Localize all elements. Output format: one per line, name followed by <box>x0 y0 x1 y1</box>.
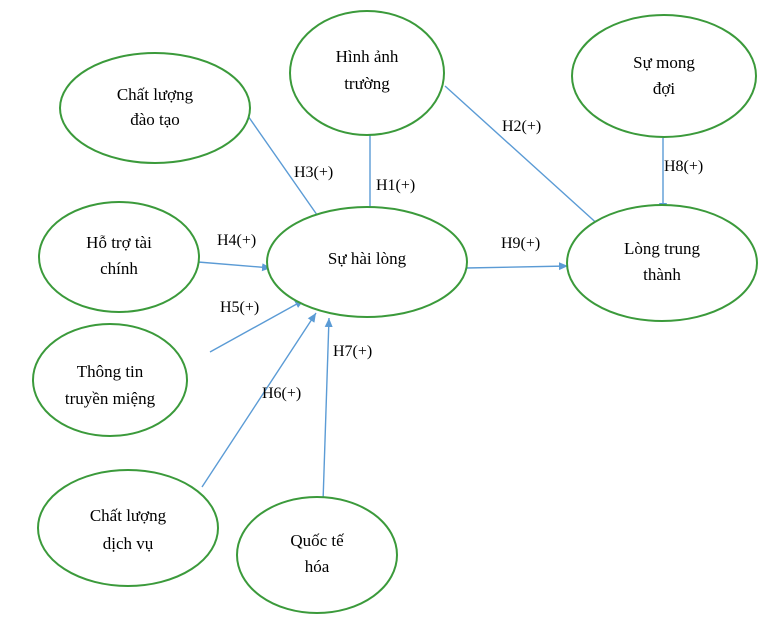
edge-h3 <box>247 115 323 223</box>
node-su-hai-long: Sự hài lòng <box>266 206 468 318</box>
node-long-trung-thanh: Lòng trung thành <box>566 204 758 322</box>
edges <box>197 85 667 503</box>
node-label: hóa <box>305 557 330 576</box>
node-label: Chất lượng <box>90 506 167 525</box>
node-hinh-anh-truong: Hình ảnh trường <box>289 10 445 136</box>
node-chat-luong-dich-vu: Chất lượng dịch vụ <box>37 469 219 587</box>
node-thong-tin-truyen-mieng: Thông tin truyền miệng <box>32 323 188 437</box>
node-label: Lòng trung <box>624 239 701 258</box>
node-su-mong-doi: Sự mong đợi <box>571 14 757 138</box>
node-label: Sự hài lòng <box>328 249 407 268</box>
label-h1: H1(+) <box>376 177 415 194</box>
label-h2: H2(+) <box>502 118 541 135</box>
node-label: Chất lượng <box>117 85 194 104</box>
label-h5: H5(+) <box>220 299 259 316</box>
node-label: Quốc tế <box>290 531 344 550</box>
node-label: Thông tin <box>77 362 144 381</box>
node-quoc-te-hoa: Quốc tế hóa <box>236 496 398 614</box>
edge-h5 <box>209 299 305 353</box>
edge-h2 <box>444 85 603 229</box>
node-ho-tro-tai-chinh: Hỗ trợ tài chính <box>38 201 200 313</box>
node-label: chính <box>100 259 138 278</box>
edge-h7 <box>322 317 333 503</box>
node-label: đào tạo <box>130 110 180 129</box>
node-chat-luong-dao-tao: Chất lượng đào tạo <box>59 52 251 164</box>
edge-h6 <box>201 312 317 488</box>
nodes: Chất lượng đào tạo Hình ảnh trường Sự mo… <box>32 10 758 614</box>
node-label: đợi <box>653 79 675 98</box>
label-h6: H6(+) <box>262 385 301 402</box>
node-label: thành <box>643 265 681 284</box>
label-h3: H3(+) <box>294 164 333 181</box>
node-label: dịch vụ <box>103 534 154 553</box>
node-label: Hình ảnh <box>336 47 399 66</box>
label-h9: H9(+) <box>501 235 540 252</box>
node-label: Hỗ trợ tài <box>86 233 152 252</box>
edge-h9 <box>465 262 569 271</box>
node-label: Sự mong <box>633 53 695 72</box>
node-label: truyền miệng <box>65 389 156 408</box>
label-h4: H4(+) <box>217 232 256 249</box>
node-label: trường <box>344 74 390 93</box>
label-h8: H8(+) <box>664 158 703 175</box>
edge-h4 <box>197 261 272 272</box>
edge-labels: H1(+) H2(+) H3(+) H4(+) H5(+) H6(+) H7(+… <box>217 118 703 402</box>
label-h7: H7(+) <box>333 343 372 360</box>
